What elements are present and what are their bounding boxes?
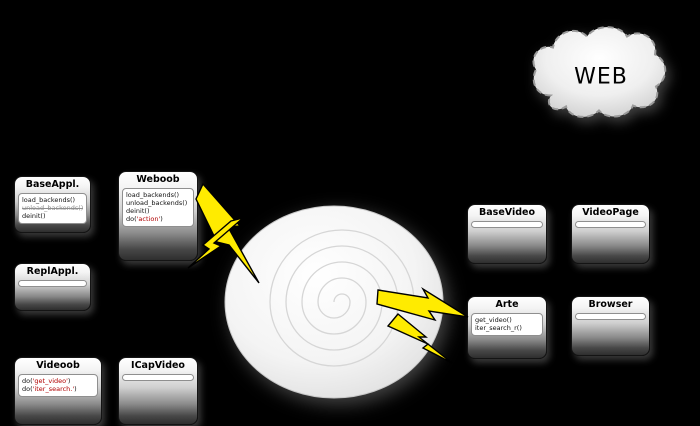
web-cloud: WEB (532, 26, 667, 118)
method-text: do( (22, 377, 33, 385)
method-line: do('get_video') (22, 377, 94, 385)
lightning-bolt-right-branch (386, 313, 453, 364)
method-arg-text: 'get_video' (32, 377, 68, 385)
class-box-basevideo: BaseVideo (467, 204, 547, 264)
method-line: load_backends() (126, 191, 190, 199)
method-text: unload_backends() (126, 199, 188, 207)
method-list (575, 313, 646, 320)
class-title: Weboob (136, 174, 180, 185)
method-text: deinit() (22, 212, 46, 220)
method-line: load_backends() (22, 196, 83, 204)
class-box-replappl: ReplAppl. (14, 263, 91, 311)
method-text: do( (22, 385, 33, 393)
class-box-baseappl: BaseAppl. load_backends() unload_backend… (14, 176, 91, 233)
class-box-weboob: Weboob load_backends() unload_backends()… (118, 171, 198, 261)
method-text: load_backends() (126, 191, 180, 199)
method-list (18, 280, 87, 287)
method-line: unload_backends() (126, 199, 190, 207)
method-text: iter_search_r() (475, 324, 522, 332)
method-list: load_backends() unload_backends() deinit… (122, 188, 194, 227)
class-box-browser: Browser (571, 296, 650, 356)
method-list (471, 221, 543, 228)
class-title: Browser (588, 299, 633, 310)
class-title: Arte (495, 299, 519, 310)
method-arg-text: 'action' (136, 215, 161, 223)
lightning-bolt-left (195, 182, 260, 284)
method-line: deinit() (126, 207, 190, 215)
method-line: do('iter_search.') (22, 385, 94, 393)
method-text: ) (74, 385, 77, 393)
method-list: do('get_video') do('iter_search.') (18, 374, 98, 397)
class-title: Videoob (36, 360, 80, 371)
class-box-videoob: Videoob do('get_video') do('iter_search.… (14, 357, 102, 425)
method-line: do('action') (126, 215, 190, 223)
web-label: WEB (574, 65, 628, 90)
method-text: deinit() (126, 207, 150, 215)
method-line: deinit() (22, 212, 83, 220)
spiral-circle (224, 205, 444, 399)
method-line: get_video() (475, 316, 539, 324)
class-box-arte: Arte get_video() iter_search_r() (467, 296, 547, 359)
lightning-bolts (187, 182, 469, 364)
spiral-graphic (224, 205, 444, 399)
class-box-videopage: VideoPage (571, 204, 650, 264)
class-title: BaseVideo (479, 207, 535, 218)
class-title: BaseAppl. (25, 179, 80, 190)
method-list (122, 374, 194, 381)
method-list: load_backends() unload_backends() deinit… (18, 193, 87, 224)
spiral-curve (269, 229, 415, 367)
class-box-icapvideo: ICapVideo (118, 357, 198, 425)
method-line: iter_search_r() (475, 324, 539, 332)
method-list (575, 221, 646, 228)
method-text: load_backends() (22, 196, 76, 204)
class-title: VideoPage (582, 207, 639, 218)
lightning-bolt-right (376, 286, 469, 322)
method-line: unload_backends() (22, 204, 83, 212)
method-text: get_video() (475, 316, 512, 324)
class-title: ReplAppl. (26, 266, 79, 277)
method-text: ) (160, 215, 163, 223)
class-title: ICapVideo (131, 360, 185, 371)
method-text: ) (67, 377, 71, 385)
method-text: do( (126, 215, 137, 223)
method-arg-text: 'iter_search.' (32, 385, 75, 393)
method-text: unload_backends() (22, 204, 83, 212)
cloud-shape (532, 26, 667, 118)
method-list: get_video() iter_search_r() (471, 313, 543, 336)
